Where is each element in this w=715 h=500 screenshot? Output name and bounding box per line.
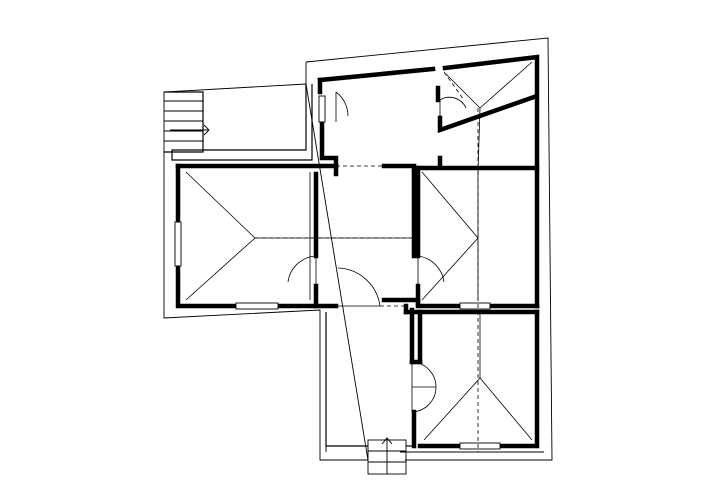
stair-arrow-icon	[381, 437, 393, 445]
windows	[174, 95, 501, 450]
window-entry	[318, 95, 326, 123]
door-east-room	[417, 255, 445, 286]
doors	[287, 91, 467, 413]
window-east-lower	[459, 302, 491, 310]
terrace-wall	[171, 84, 313, 161]
roof-outline	[163, 37, 553, 461]
door-storage	[439, 96, 467, 118]
stair-south	[367, 437, 407, 475]
exterior-walls	[175, 54, 540, 449]
interior-walls	[313, 85, 540, 365]
door-entry	[335, 91, 349, 122]
roof-hips	[185, 61, 533, 441]
dashed-lines	[255, 71, 479, 452]
window-south-east	[459, 442, 501, 450]
stair-arrow-icon	[170, 124, 210, 136]
window-west	[174, 221, 182, 267]
corridor-outline	[325, 312, 414, 447]
window-south-west	[235, 302, 279, 310]
stair-north-west	[164, 91, 210, 153]
door-west-room	[287, 255, 317, 286]
door-central	[336, 267, 381, 307]
